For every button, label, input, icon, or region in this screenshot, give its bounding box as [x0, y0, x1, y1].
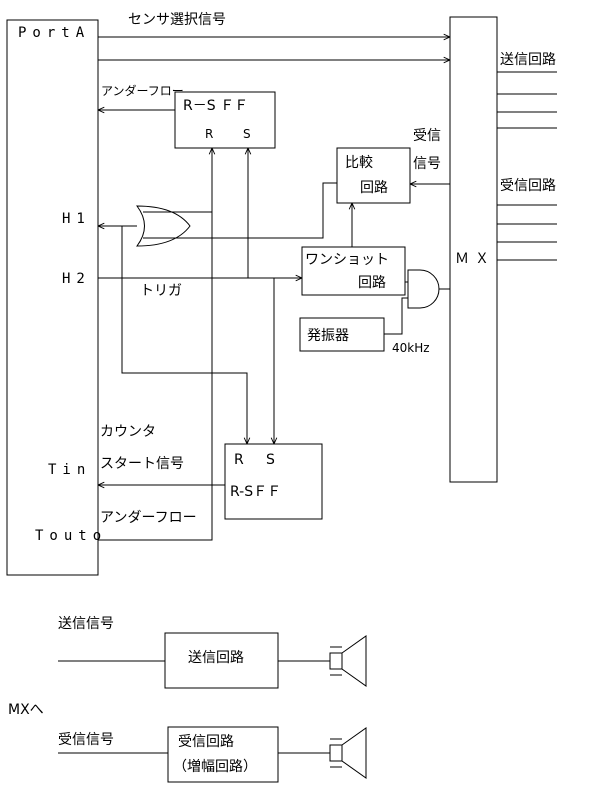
tx-block-label: 送信回路 — [188, 650, 244, 666]
comparator-label-1: 比較 — [345, 155, 373, 171]
sensor-select-label: センサ選択信号 — [128, 12, 226, 28]
rsff-bottom-block — [224, 443, 323, 520]
oscillator-to-and-line — [384, 297, 408, 335]
tin-label: Tin — [48, 462, 91, 478]
rsff-top-r-label: R — [205, 127, 213, 141]
mx-send-circuit-label: 送信回路 — [500, 52, 556, 68]
rsff-top-label: R－S ＦＦ — [183, 98, 248, 114]
mx-label: ＭＸ — [455, 251, 495, 267]
to-mx-label: MXへ — [8, 702, 44, 718]
oscillator-label: 発振器 — [307, 328, 349, 344]
rsff-bottom-label: R-SＦＦ — [230, 484, 281, 500]
oneshot-label-2: 回路 — [358, 275, 386, 291]
rsff-top-block — [174, 91, 276, 149]
h1-to-rsff-bottom-r — [121, 226, 247, 444]
rsff-top-r-to-or — [143, 148, 213, 213]
touto-label: Touto — [35, 528, 107, 544]
counter-label-2: スタート信号 — [100, 456, 184, 472]
freq-label: 40kHz — [392, 341, 430, 355]
comparator-to-or — [143, 182, 337, 239]
h1-label: H1 — [62, 211, 91, 227]
counter-label-1: カウンタ — [100, 424, 156, 440]
and-gate — [407, 269, 440, 309]
rx-block-label-1: 受信回路 — [178, 734, 234, 750]
oscillator-block — [299, 317, 385, 352]
mx-block — [449, 16, 498, 483]
tx-block — [164, 632, 279, 689]
tx-speaker-icon — [329, 635, 367, 687]
rsff-bottom-r-label: R — [234, 452, 244, 468]
receive-signal-label-1: 受信 — [413, 128, 441, 144]
comparator-label-2: 回路 — [360, 180, 388, 196]
oneshot-label-1: ワンショット — [305, 252, 389, 268]
comparator-block — [336, 147, 411, 204]
porta-block — [6, 19, 99, 576]
rx-block — [167, 726, 279, 783]
touto-underflow-line — [98, 148, 212, 541]
h2-label: H2 — [62, 271, 91, 287]
receive-signal-label: 受信信号 — [58, 732, 114, 748]
underflow-bottom-label: アンダーフロー — [100, 510, 197, 526]
receive-signal-label-2: 信号 — [413, 156, 441, 172]
rsff-top-s-label: S — [243, 127, 251, 141]
underflow-top-label: アンダーフロー — [101, 83, 184, 98]
or-gate — [136, 205, 191, 247]
rx-block-label-2: （増幅回路） — [173, 759, 257, 775]
send-signal-label: 送信信号 — [58, 616, 114, 632]
oneshot-block — [301, 246, 406, 296]
trigger-label: トリガ — [140, 283, 182, 299]
rsff-bottom-s-label: S — [266, 452, 275, 468]
rx-speaker-icon — [329, 727, 367, 779]
mx-receive-circuit-label: 受信回路 — [500, 178, 556, 194]
porta-label: PortA — [18, 25, 90, 41]
